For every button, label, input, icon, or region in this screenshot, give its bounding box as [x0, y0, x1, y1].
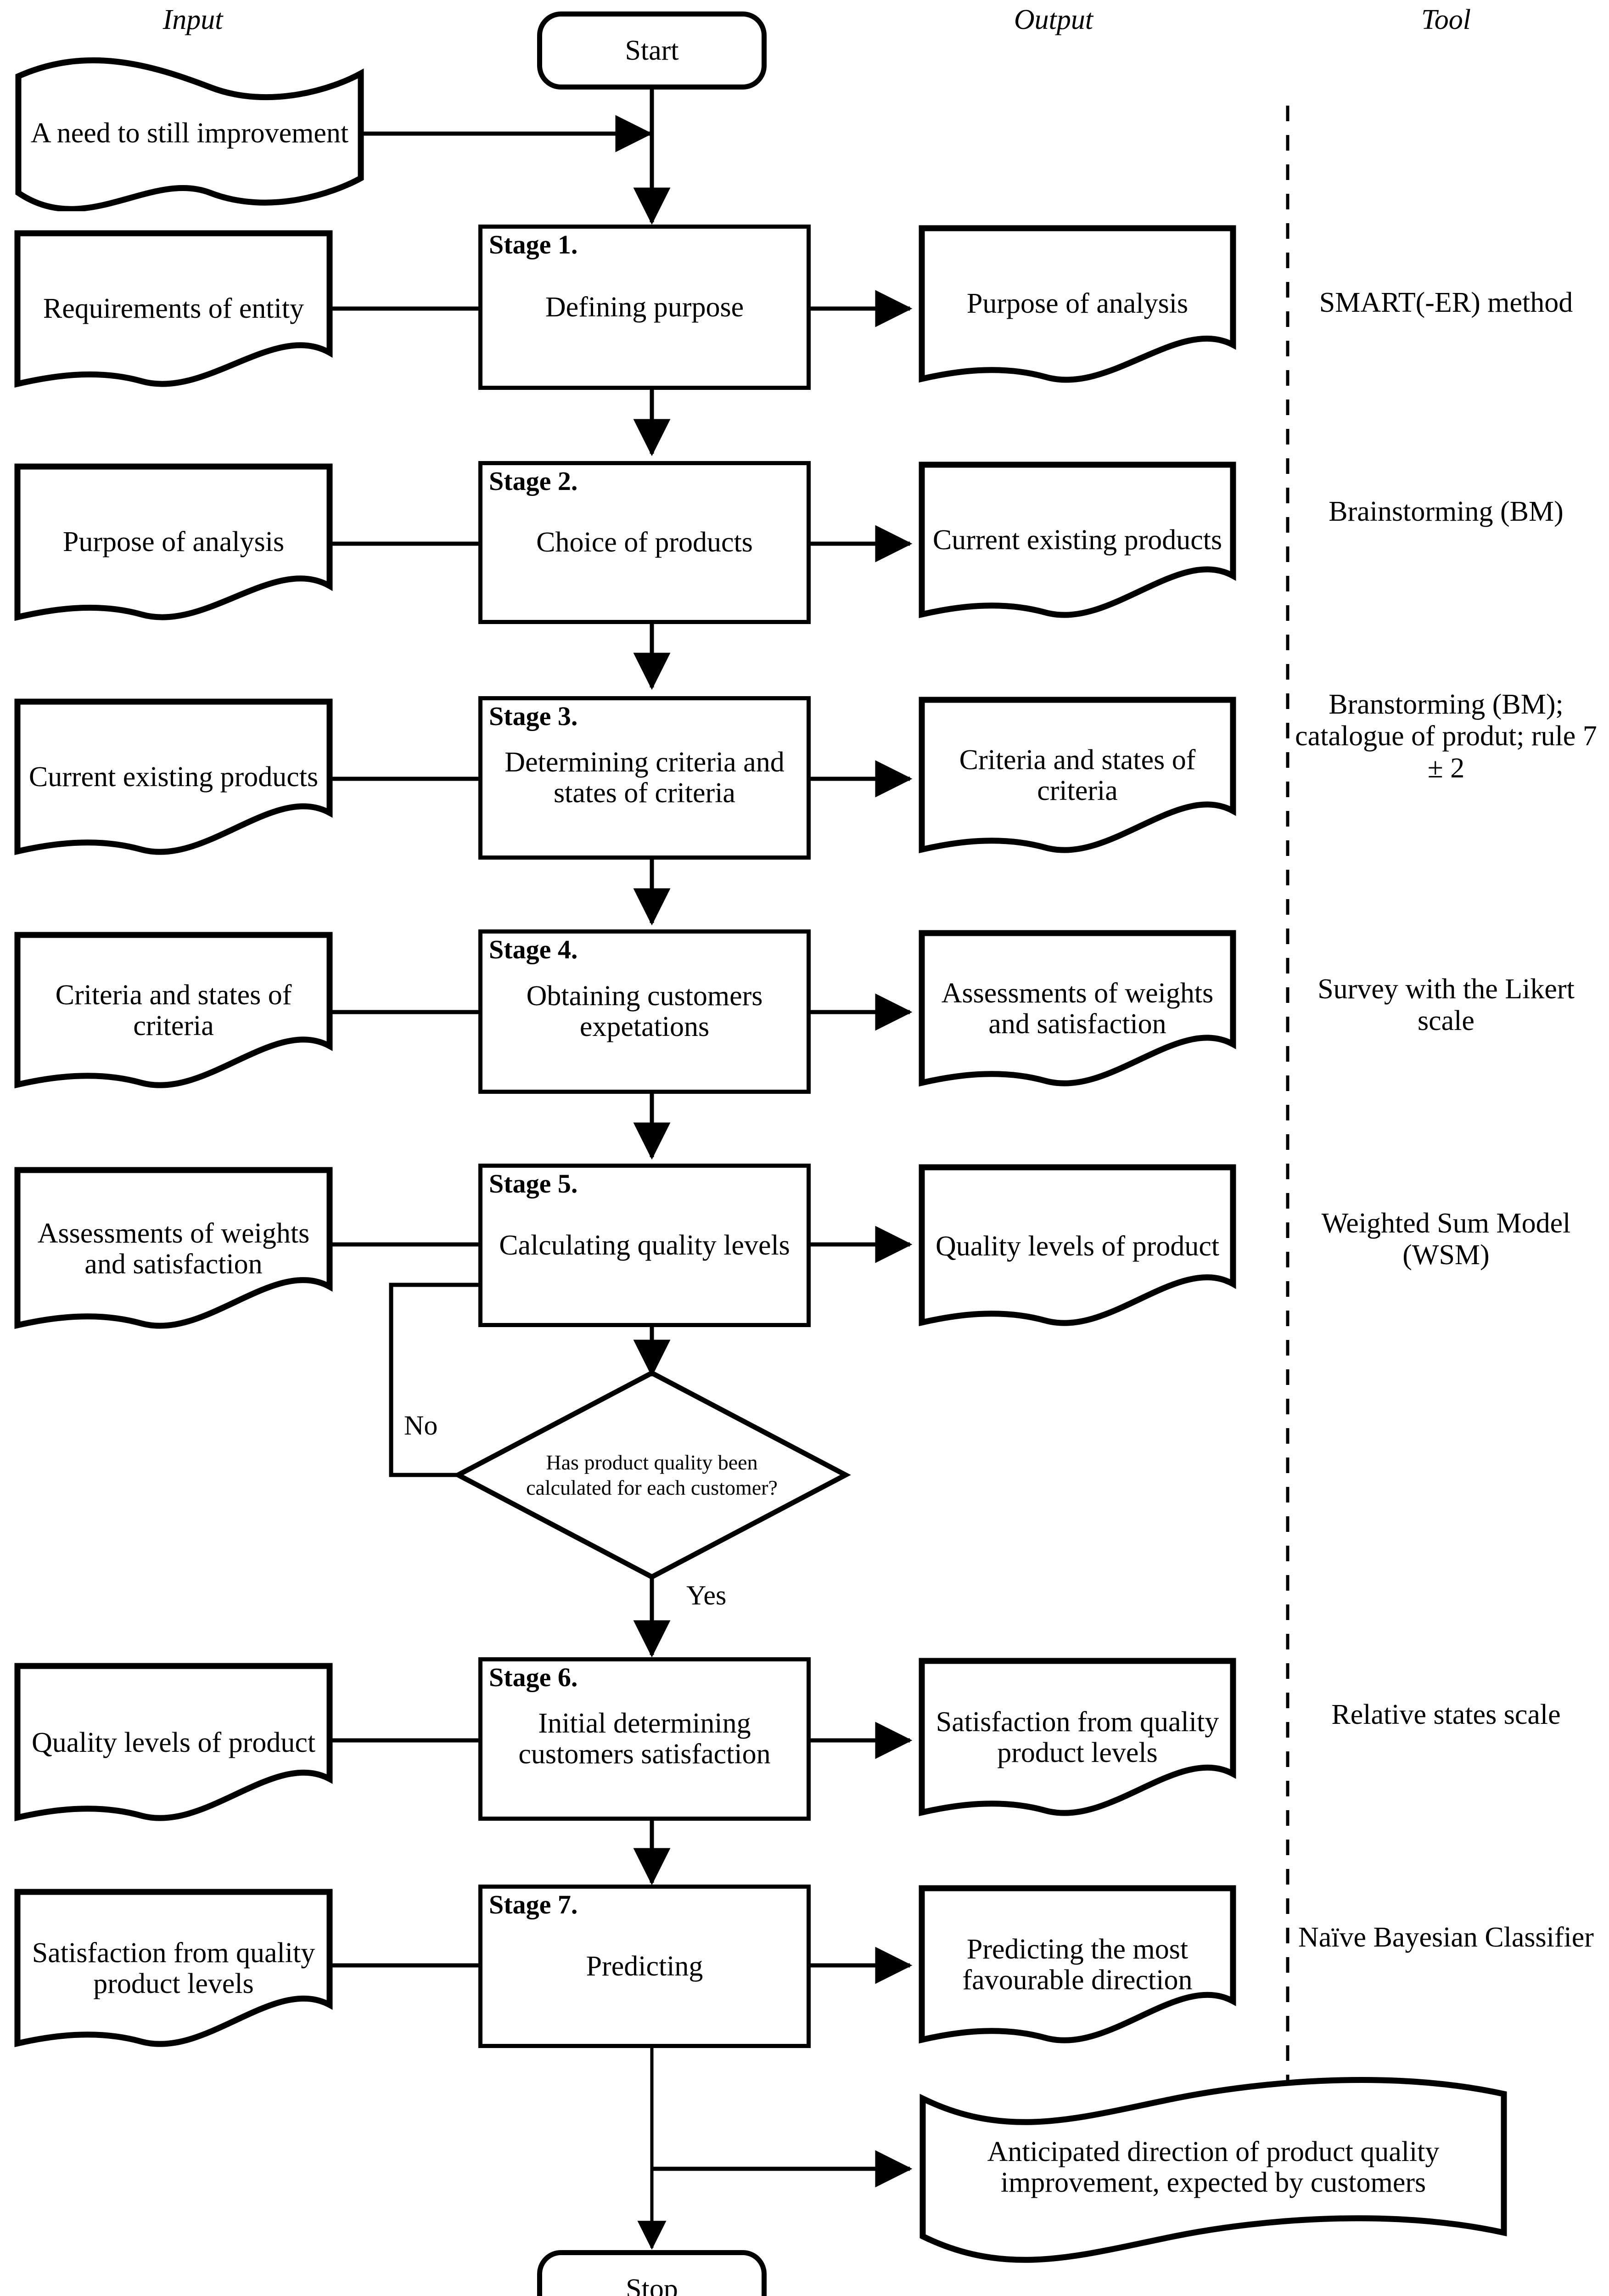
document-shape-output-7 — [919, 1885, 1236, 2044]
process-stage-6-number: Stage 6. — [489, 1662, 578, 1692]
tool-3: Branstorming (BM); catalogue of produt; … — [1295, 689, 1597, 784]
tool-1: SMART(-ER) method — [1319, 287, 1573, 318]
decision-yes-label: Yes — [686, 1580, 727, 1610]
document-shape-output-5 — [919, 1164, 1236, 1327]
process-stage-7-label: Predicting — [586, 1950, 703, 1982]
decision-no-label: No — [404, 1410, 438, 1441]
document-output-5-label: Quality levels of product — [935, 1230, 1220, 1262]
process-stage-7[interactable]: Stage 7. Predicting — [478, 1885, 811, 2048]
process-stage-1[interactable]: Stage 1. Defining purpose — [478, 225, 811, 390]
process-stage-5[interactable]: Stage 5. Calculating quality levels — [478, 1164, 811, 1327]
document-shape-input-3 — [14, 698, 333, 855]
document-input-1: Requirements of entity — [13, 230, 334, 388]
process-stage-4[interactable]: Stage 4. Obtaining customers expetations — [478, 929, 811, 1094]
process-stage-2-label: Choice of products — [536, 527, 753, 558]
process-stage-5-number: Stage 5. — [489, 1169, 578, 1199]
document-shape-output-6 — [919, 1658, 1236, 1817]
document-shape-output-1 — [919, 225, 1236, 383]
document-final-output-label: Anticipated direction of product quality… — [987, 2136, 1440, 2198]
process-stage-6-label: Initial determining customers satisfacti… — [518, 1708, 771, 1770]
column-header-tool: Tool — [1421, 4, 1471, 35]
document-input-3-label: Current existing products — [28, 761, 319, 793]
document-input-7-label: Satisfaction from quality product levels — [32, 1937, 315, 1999]
document-input-5: Assessments of weights and satisfaction — [13, 1166, 334, 1332]
document-shape-input-4 — [14, 932, 333, 1089]
terminator-start-label: Start — [625, 34, 679, 66]
document-output-7: Predicting the most favourable direction — [917, 1885, 1238, 2045]
document-output-1: Purpose of analysis — [917, 225, 1238, 383]
document-shape-output-4 — [919, 930, 1236, 1087]
process-stage-7-number: Stage 7. — [489, 1890, 578, 1919]
document-shape-initial-input — [15, 57, 364, 211]
document-input-4: Criteria and states of criteria — [13, 931, 334, 1090]
document-shape-input-5 — [14, 1167, 333, 1329]
process-stage-6[interactable]: Stage 6. Initial determining customers s… — [478, 1657, 811, 1821]
document-output-2: Current existing products — [917, 461, 1238, 619]
process-stage-1-number: Stage 1. — [489, 230, 578, 259]
process-stage-3-number: Stage 3. — [489, 701, 578, 731]
terminator-stop[interactable]: Stop — [537, 2250, 767, 2296]
tool-7: Naïve Bayesian Classifier — [1298, 1922, 1594, 1953]
tool-5: Weighted Sum Model (WSM) — [1321, 1208, 1571, 1271]
document-input-3: Current existing products — [13, 698, 334, 856]
column-header-input: Input — [163, 4, 223, 35]
document-input-2: Purpose of analysis — [13, 463, 334, 621]
document-input-6-label: Quality levels of product — [31, 1727, 316, 1758]
process-stage-5-label: Calculating quality levels — [499, 1229, 790, 1261]
process-stage-2[interactable]: Stage 2. Choice of products — [478, 461, 811, 624]
process-stage-4-label: Obtaining customers expetations — [526, 980, 763, 1042]
terminator-stop-label: Stop — [626, 2273, 678, 2296]
column-header-output: Output — [1014, 4, 1093, 35]
document-shape-final-output — [919, 2077, 1507, 2263]
document-initial-input-label: A need to still improvement — [30, 117, 349, 149]
document-output-4-label: Assessments of weights and satisfaction — [941, 977, 1214, 1040]
document-input-4-label: Criteria and states of criteria — [55, 979, 292, 1041]
tool-6: Relative states scale — [1331, 1699, 1561, 1730]
decision-question: Has product quality been calculated for … — [526, 1450, 778, 1499]
document-output-5: Quality levels of product — [917, 1164, 1238, 1329]
document-output-6-label: Satisfaction from quality product levels — [936, 1706, 1219, 1768]
document-shape-input-2 — [14, 463, 333, 621]
document-initial-input: A need to still improvement — [13, 55, 366, 211]
document-output-3-label: Criteria and states of criteria — [959, 744, 1196, 806]
document-input-5-label: Assessments of weights and satisfaction — [37, 1218, 310, 1280]
document-output-2-label: Current existing products — [932, 524, 1222, 556]
document-shape-input-7 — [14, 1889, 333, 2048]
tool-2: Brainstorming (BM) — [1329, 496, 1564, 527]
tool-4: Survey with the Likert scale — [1317, 974, 1575, 1037]
document-shape-output-3 — [919, 697, 1236, 854]
process-stage-4-number: Stage 4. — [489, 934, 578, 964]
document-output-3: Criteria and states of criteria — [917, 696, 1238, 855]
process-stage-3-label: Determining criteria and states of crite… — [505, 747, 785, 809]
document-shape-input-6 — [14, 1663, 333, 1822]
process-stage-2-number: Stage 2. — [489, 466, 578, 496]
document-input-7: Satisfaction from quality product levels — [13, 1888, 334, 2049]
document-input-1-label: Requirements of entity — [43, 293, 304, 325]
document-input-2-label: Purpose of analysis — [62, 526, 285, 558]
document-output-7-label: Predicting the most favourable direction — [962, 1934, 1193, 1996]
terminator-start[interactable]: Start — [537, 11, 767, 90]
document-shape-output-2 — [919, 461, 1236, 619]
document-output-6: Satisfaction from quality product levels — [917, 1657, 1238, 1818]
process-stage-3[interactable]: Stage 3. Determining criteria and states… — [478, 696, 811, 860]
document-input-6: Quality levels of product — [13, 1662, 334, 1823]
document-output-1-label: Purpose of analysis — [966, 288, 1189, 320]
document-output-4: Assessments of weights and satisfaction — [917, 929, 1238, 1088]
document-final-output: Anticipated direction of product quality… — [917, 2071, 1509, 2264]
process-stage-1-label: Defining purpose — [545, 291, 744, 323]
document-shape-input-1 — [14, 230, 333, 388]
